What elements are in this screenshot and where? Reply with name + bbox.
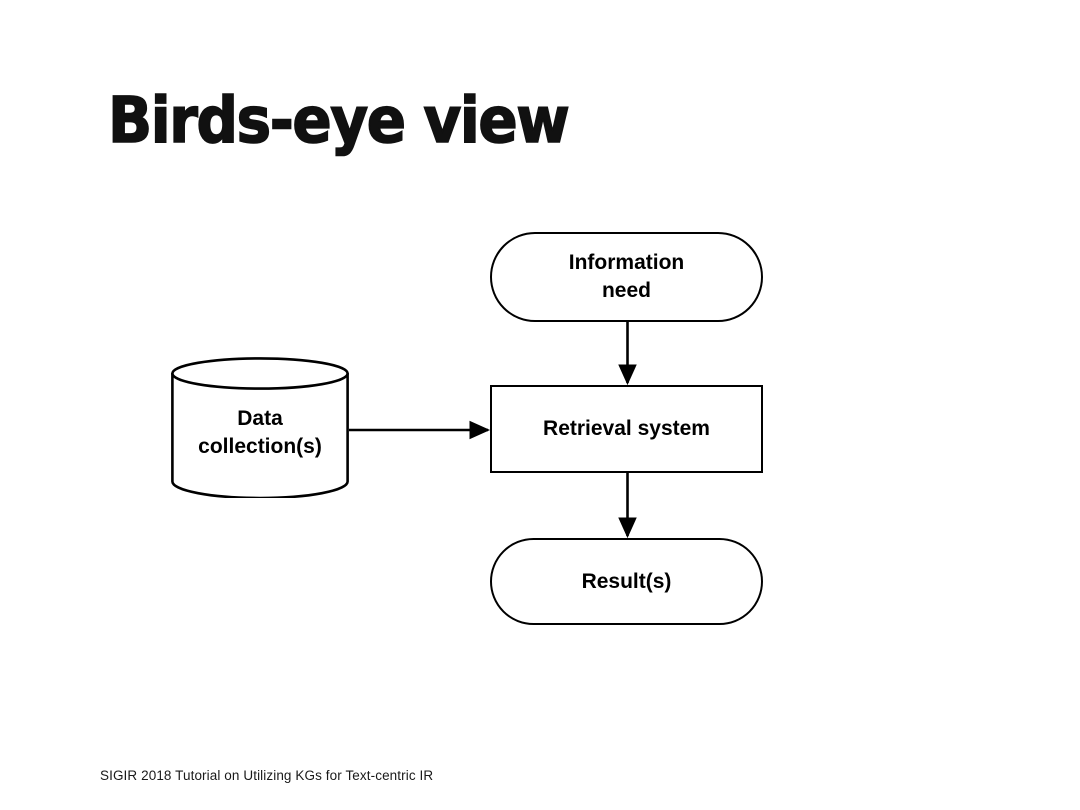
node-retrieval-system[interactable]: Retrieval system [490, 385, 763, 473]
node-information-need-label: Information need [568, 251, 685, 302]
node-results-label: Result(s) [581, 569, 672, 593]
node-retrieval-system-label: Retrieval system [543, 417, 710, 440]
node-results[interactable]: Result(s) [490, 538, 763, 625]
cylinder-icon [171, 357, 349, 498]
node-information-need[interactable]: Information need [490, 232, 763, 322]
node-data-collection-label: Data collection(s) [198, 407, 322, 458]
page-title: Birds-eye view [107, 84, 570, 157]
slide-footer: SIGIR 2018 Tutorial on Utilizing KGs for… [100, 768, 434, 783]
node-data-collection[interactable]: Data collection(s) [170, 357, 350, 498]
